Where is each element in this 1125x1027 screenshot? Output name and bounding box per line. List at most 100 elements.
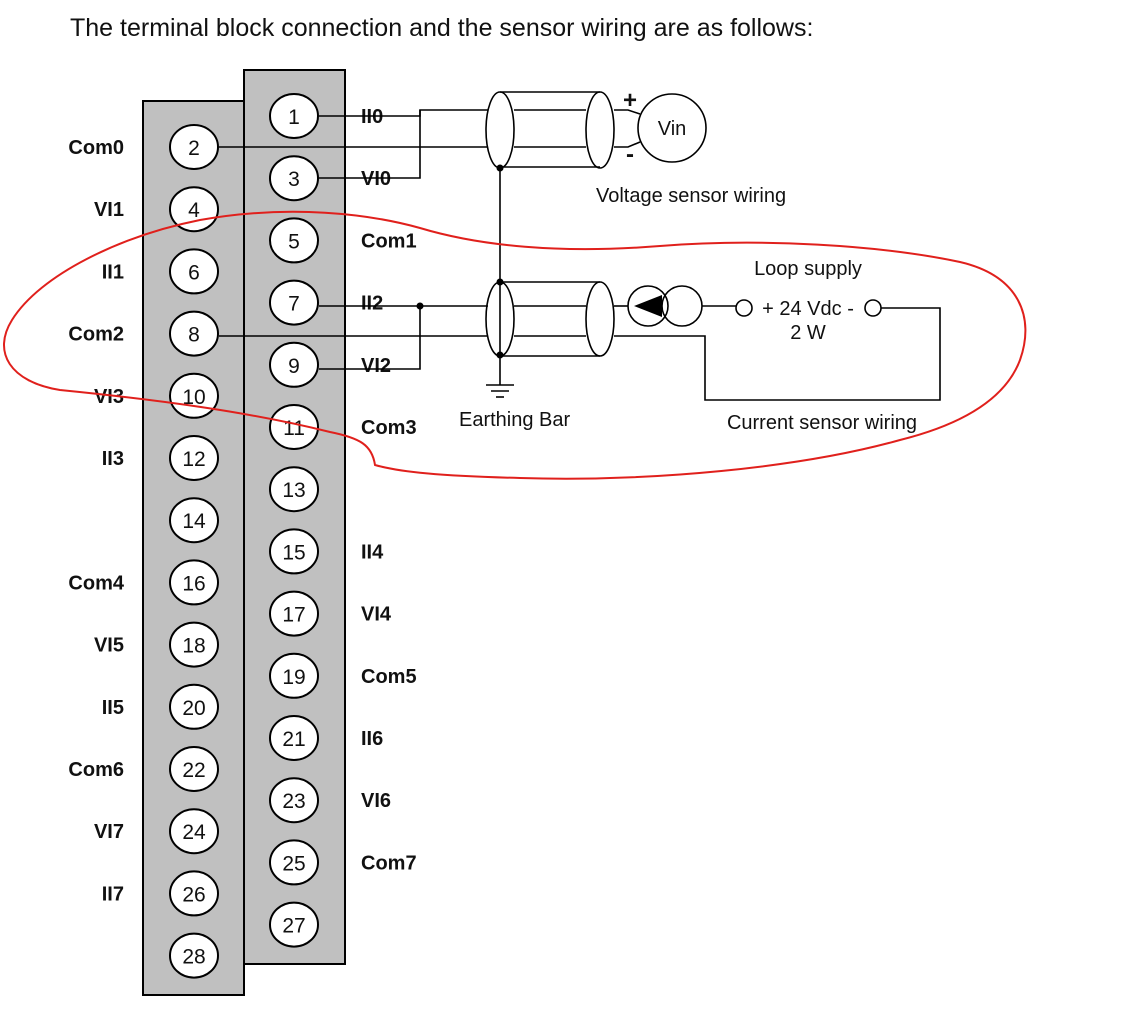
- terminal-screw-icon: [169, 932, 219, 979]
- voltage-sensor-caption: Voltage sensor wiring: [596, 185, 786, 207]
- right-terminal-strip: [243, 69, 346, 965]
- terminal-right-12: 25 Com7: [269, 839, 417, 886]
- terminal-right-7: 15 II4: [269, 528, 384, 575]
- terminals: 2Com04VI16II18Com210VI312II31416Com418VI…: [68, 93, 417, 979]
- terminal-screw-icon: [169, 435, 219, 481]
- vin-plus: +: [623, 87, 637, 114]
- supply-terminal-minus-icon: [864, 299, 882, 317]
- terminal-number: 12: [182, 448, 205, 471]
- terminal-number: 11: [283, 417, 305, 440]
- terminal-left-4: 10 VI3: [94, 372, 219, 419]
- terminal-screw-icon: [269, 93, 319, 139]
- terminal-left-2: 6 II1: [102, 248, 219, 295]
- terminal-left-13: 28: [169, 932, 219, 979]
- terminal-right-0: 1 II0: [269, 93, 383, 139]
- current-sensor-caption: Current sensor wiring: [727, 412, 917, 434]
- terminal-screw-icon: [269, 590, 319, 637]
- loop-supply-power: 2 W: [790, 322, 826, 344]
- terminal-screw-icon: [169, 186, 219, 233]
- terminal-number: 20: [182, 697, 205, 720]
- terminal-label: VI6: [361, 790, 391, 812]
- terminal-label: II1: [102, 261, 124, 283]
- terminal-label: Com6: [68, 759, 124, 781]
- terminal-number: 6: [188, 261, 200, 284]
- terminal-number: 28: [182, 946, 205, 969]
- terminal-screw-icon: [169, 683, 219, 730]
- terminal-number: 5: [288, 230, 300, 253]
- vin-minus: -: [626, 141, 634, 168]
- terminal-screw-icon: [169, 559, 219, 606]
- terminal-right-4: 9 VI2: [269, 341, 391, 388]
- terminal-label: VI0: [361, 168, 391, 190]
- terminal-right-6: 13: [269, 466, 319, 513]
- wire-vi2: [319, 306, 421, 370]
- terminal-label: VI1: [94, 199, 124, 221]
- terminal-right-13: 27: [269, 901, 319, 948]
- terminal-number: 14: [182, 510, 206, 533]
- terminal-screw-icon: [169, 248, 219, 295]
- loop-supply-title: Loop supply: [754, 258, 862, 280]
- terminal-screw-icon: [169, 870, 219, 917]
- terminal-screw-icon: [269, 528, 319, 575]
- voltage-sensor-wiring: Vin + - Voltage sensor wiring: [219, 87, 786, 207]
- terminal-label: VI5: [94, 635, 124, 657]
- vin-label: Vin: [658, 118, 687, 140]
- terminal-number: 15: [282, 541, 305, 564]
- terminal-screw-icon: [169, 124, 219, 170]
- terminal-number: 25: [282, 852, 305, 875]
- terminal-screw-icon: [169, 621, 219, 668]
- terminal-label: Com2: [68, 324, 124, 346]
- terminal-label: II2: [361, 293, 383, 315]
- terminal-screw-icon: [269, 652, 319, 699]
- terminal-number: 10: [182, 386, 205, 409]
- terminal-number: 13: [282, 479, 305, 502]
- terminal-number: 24: [182, 821, 206, 844]
- terminal-right-1: 3 VI0: [269, 155, 391, 202]
- terminal-screw-icon: [269, 901, 319, 948]
- shield-drain: Earthing Bar: [459, 164, 571, 431]
- terminal-left-12: 26 II7: [102, 870, 219, 917]
- terminal-label: VI3: [94, 386, 124, 408]
- terminal-number: 23: [282, 790, 305, 813]
- terminal-label: II0: [361, 106, 383, 128]
- loop-supply-voltage: + 24 Vdc -: [762, 298, 854, 320]
- shielded-cable-current: [485, 281, 615, 357]
- shielded-cable-voltage: [485, 91, 615, 169]
- terminal-number: 1: [288, 106, 300, 129]
- terminal-number: 7: [288, 293, 300, 316]
- terminal-screw-icon: [269, 715, 319, 761]
- terminal-label: II4: [361, 541, 384, 563]
- terminal-left-6: 14: [169, 497, 219, 544]
- red-annotation-loop: [3, 210, 1027, 480]
- terminal-number: 4: [188, 199, 200, 222]
- terminal-label: VI7: [94, 821, 124, 843]
- terminal-screw-icon: [169, 746, 219, 792]
- terminal-label: Com5: [361, 666, 417, 688]
- diagram-heading: The terminal block connection and the se…: [70, 14, 814, 42]
- terminal-number: 3: [288, 168, 300, 191]
- terminal-screw-icon: [269, 155, 319, 202]
- terminal-number: 9: [288, 355, 300, 378]
- terminal-number: 26: [182, 883, 205, 906]
- terminal-right-11: 23 VI6: [269, 777, 391, 824]
- terminal-left-1: 4 VI1: [94, 186, 219, 233]
- current-source-icon: [627, 285, 669, 327]
- terminal-number: 8: [188, 324, 200, 347]
- terminal-label: Com7: [361, 852, 417, 874]
- terminal-label: Com1: [361, 230, 417, 252]
- terminal-screw-icon: [269, 279, 319, 326]
- terminal-screw-icon: [169, 372, 219, 419]
- left-terminal-strip: [142, 100, 245, 996]
- terminal-label: VI2: [361, 355, 391, 377]
- terminal-label: II3: [102, 448, 124, 470]
- terminal-label: II7: [102, 883, 124, 905]
- terminal-number: 27: [282, 915, 305, 938]
- terminal-right-3: 7 II2: [269, 279, 383, 326]
- terminal-screw-icon: [169, 808, 219, 855]
